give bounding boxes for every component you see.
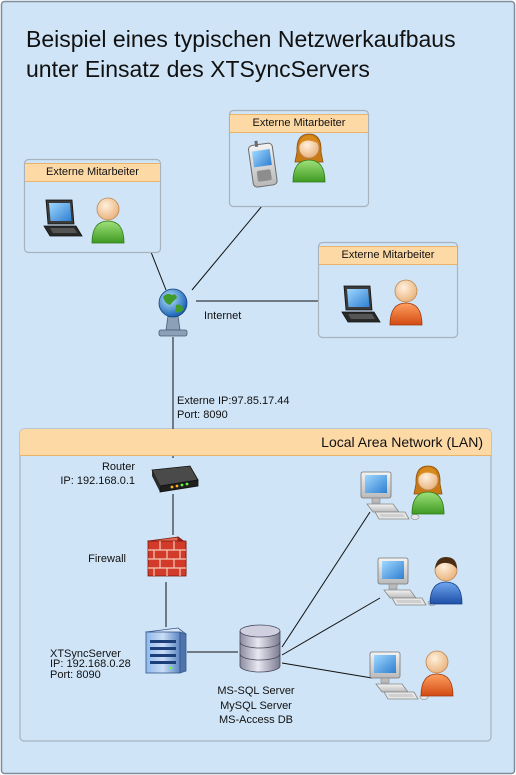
db-label-access: MS-Access DB	[219, 714, 293, 726]
router-ip-label: IP: 192.168.0.1	[60, 475, 135, 487]
globe-icon	[158, 288, 188, 337]
server-icon	[144, 627, 188, 674]
line-left-to-globe	[150, 251, 167, 291]
line-db-to-pc2	[281, 597, 381, 656]
diagram-title: Beispiel eines typischen Netzwerkaufbaus…	[26, 24, 456, 84]
external-box-top-header: Externe Mitarbeiter	[230, 114, 368, 133]
external-box-left-header: Externe Mitarbeiter	[25, 163, 160, 182]
database-icon	[239, 624, 281, 673]
external-box-right-header: Externe Mitarbeiter	[319, 246, 457, 265]
person-icon	[411, 465, 445, 515]
server-name-label: XTSyncServer	[50, 648, 121, 660]
external-ip-label: Externe IP:97.85.17.44	[177, 395, 290, 407]
person-icon	[292, 133, 326, 183]
db-label-mysql: MySQL Server	[220, 700, 292, 712]
firewall-icon	[146, 536, 188, 577]
db-label-mssql: MS-SQL Server	[217, 685, 295, 697]
server-port-label: Port: 8090	[50, 669, 101, 681]
line-top-to-globe	[191, 205, 263, 291]
title-line-2: unter Einsatz des XTSyncServers	[26, 56, 370, 82]
server-ip-label: IP: 192.168.0.28	[50, 658, 131, 670]
router-label: Router	[101, 461, 135, 473]
line-db-to-pc3	[281, 662, 373, 679]
mobile-phone-icon	[248, 140, 278, 188]
title-line-1: Beispiel eines typischen Netzwerkaufbaus	[26, 26, 456, 52]
external-port-label: Port: 8090	[177, 409, 228, 421]
lan-title: Local Area Network (LAN)	[20, 429, 491, 456]
router-icon	[151, 465, 199, 493]
internet-label: Internet	[204, 310, 242, 322]
firewall-label: Firewall	[88, 553, 126, 565]
line-db-to-pc1	[281, 511, 371, 648]
